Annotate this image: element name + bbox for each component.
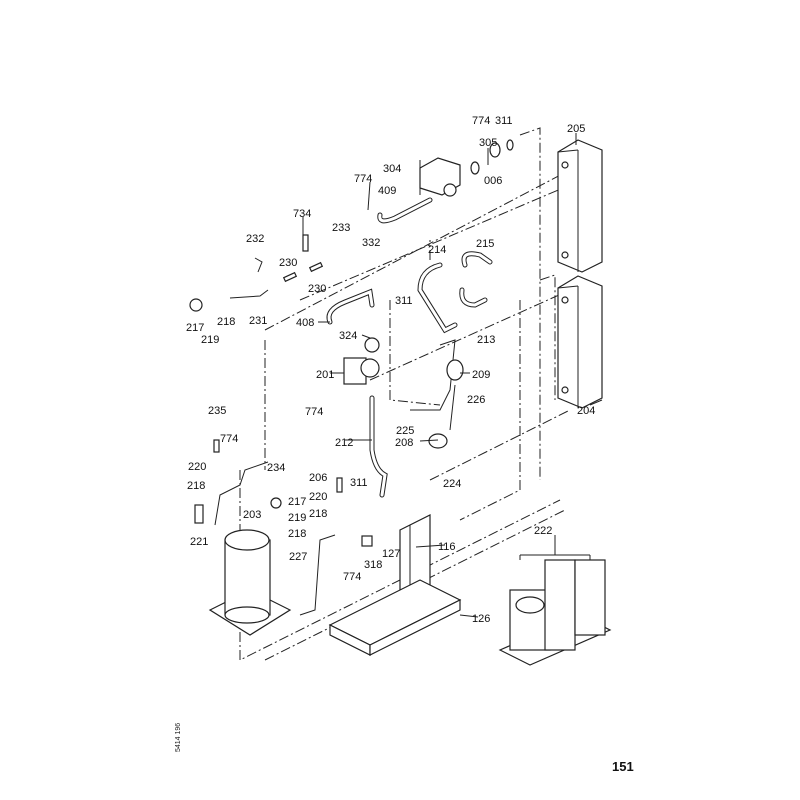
part-label: 332 (362, 237, 380, 249)
part-label: 311 (395, 295, 413, 307)
part-label: 218 (217, 316, 235, 328)
part-label: 218 (288, 528, 306, 540)
valve-body-305 (419, 139, 514, 197)
part-label: 409 (378, 185, 396, 197)
part-label: 734 (293, 208, 311, 220)
part-label: 215 (476, 238, 494, 250)
part-label: 204 (577, 405, 595, 417)
part-label: 233 (332, 222, 350, 234)
leader-lines (302, 133, 603, 618)
part-label: 220 (188, 461, 206, 473)
part-label: 774 (305, 406, 323, 418)
part-label: 221 (190, 536, 208, 548)
part-label: 304 (383, 163, 401, 175)
part-label: 213 (477, 334, 495, 346)
part-label: 774 (220, 433, 238, 445)
part-label: 222 (534, 525, 552, 537)
part-label: 774 (472, 115, 490, 127)
part-label: 201 (316, 369, 334, 381)
part-label: 774 (354, 173, 372, 185)
part-label: 209 (472, 369, 490, 381)
part-label: 230 (308, 283, 326, 295)
part-label: 218 (309, 508, 327, 520)
compressor-203 (208, 529, 292, 636)
part-label: 218 (187, 480, 205, 492)
part-label: 219 (201, 334, 219, 346)
part-label: 206 (309, 472, 327, 484)
part-label: 127 (382, 548, 400, 560)
part-label: 208 (395, 437, 413, 449)
inset-assembly-222 (498, 535, 612, 666)
part-label: 311 (495, 115, 513, 127)
part-labels: 305 774 311 205 304 006 409 774 734 233 … (186, 115, 595, 625)
heat-exchanger-205 (557, 139, 603, 273)
part-label: 203 (243, 509, 261, 521)
part-label: 311 (350, 477, 368, 489)
part-label: 227 (289, 551, 307, 563)
part-label: 225 (396, 425, 414, 437)
part-label: 318 (364, 559, 382, 571)
part-label: 305 (479, 137, 497, 149)
part-label: 230 (279, 257, 297, 269)
part-label: 235 (208, 405, 226, 417)
part-label: 231 (249, 315, 267, 327)
part-label: 217 (186, 322, 204, 334)
part-label: 212 (335, 437, 353, 449)
part-label: 219 (288, 512, 306, 524)
part-label: 408 (296, 317, 314, 329)
page-number: 151 (612, 759, 634, 774)
part-label: 214 (428, 244, 446, 256)
base-tray-126 (328, 579, 462, 656)
part-label: 006 (484, 175, 502, 187)
part-label: 324 (339, 330, 357, 342)
document-code: 5414 196 (175, 723, 182, 752)
part-label: 232 (246, 233, 264, 245)
part-label: 220 (309, 491, 327, 503)
part-label: 774 (343, 571, 361, 583)
tubes (214, 197, 493, 616)
part-label: 217 (288, 496, 306, 508)
part-label: 126 (472, 613, 490, 625)
part-label: 226 (467, 394, 485, 406)
part-label: 116 (438, 541, 456, 553)
part-label: 234 (267, 462, 285, 474)
part-label: 205 (567, 123, 585, 135)
part-label: 224 (443, 478, 461, 490)
fittings (189, 234, 464, 547)
heat-exchanger-204 (557, 275, 603, 409)
